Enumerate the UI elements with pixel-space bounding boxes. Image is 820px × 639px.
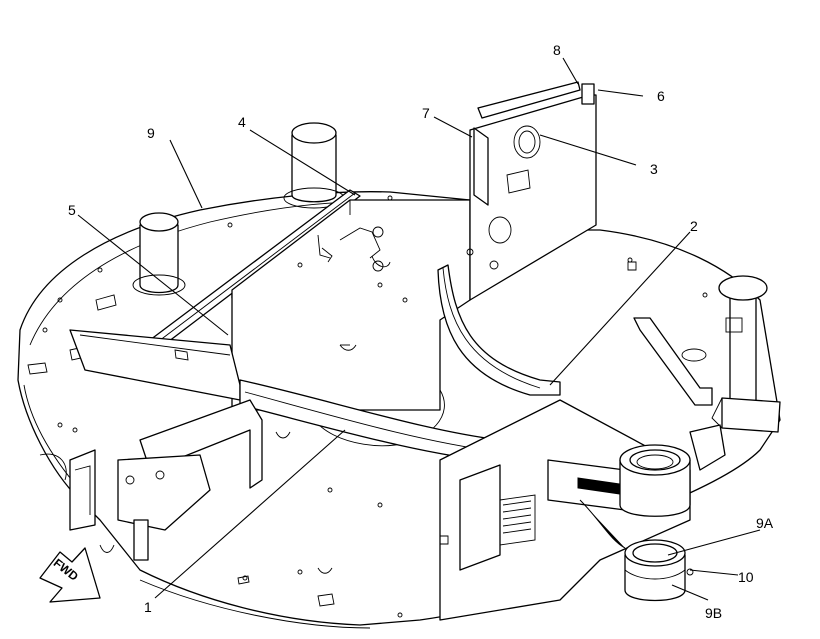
- callout-labels: 9 4 5 7 8 6 3 2 1 9A 10 9B: [68, 42, 774, 621]
- rear-mount-post-center: [283, 122, 345, 209]
- rear-mount-post-left: [132, 212, 186, 296]
- callout-9b: 9B: [705, 605, 722, 621]
- front-mount-post-right: [711, 275, 781, 433]
- callout-6: 6: [657, 88, 665, 104]
- callout-9a: 9A: [756, 515, 774, 531]
- leader-lines: [77, 57, 761, 601]
- deck-clips: [95, 247, 637, 574]
- curved-side-beam: [437, 264, 561, 396]
- callout-3: 3: [650, 161, 658, 177]
- callout-2: 2: [690, 218, 698, 234]
- callout-8: 8: [553, 42, 561, 58]
- callout-5: 5: [68, 202, 76, 218]
- boom-pin-boss-lower: [624, 539, 694, 602]
- left-crossmember: [69, 329, 241, 401]
- callout-1: 1: [144, 599, 152, 615]
- callout-4: 4: [238, 114, 246, 130]
- boom-pin-boss-upper: [619, 444, 691, 517]
- callout-7: 7: [422, 105, 430, 121]
- callout-9: 9: [147, 125, 155, 141]
- left-front-bracket: [39, 399, 263, 561]
- forward-arrow-icon: FWD: [39, 547, 101, 603]
- callout-10: 10: [738, 569, 754, 585]
- rear-bulkhead: [466, 81, 597, 301]
- right-side-brace: [633, 317, 726, 471]
